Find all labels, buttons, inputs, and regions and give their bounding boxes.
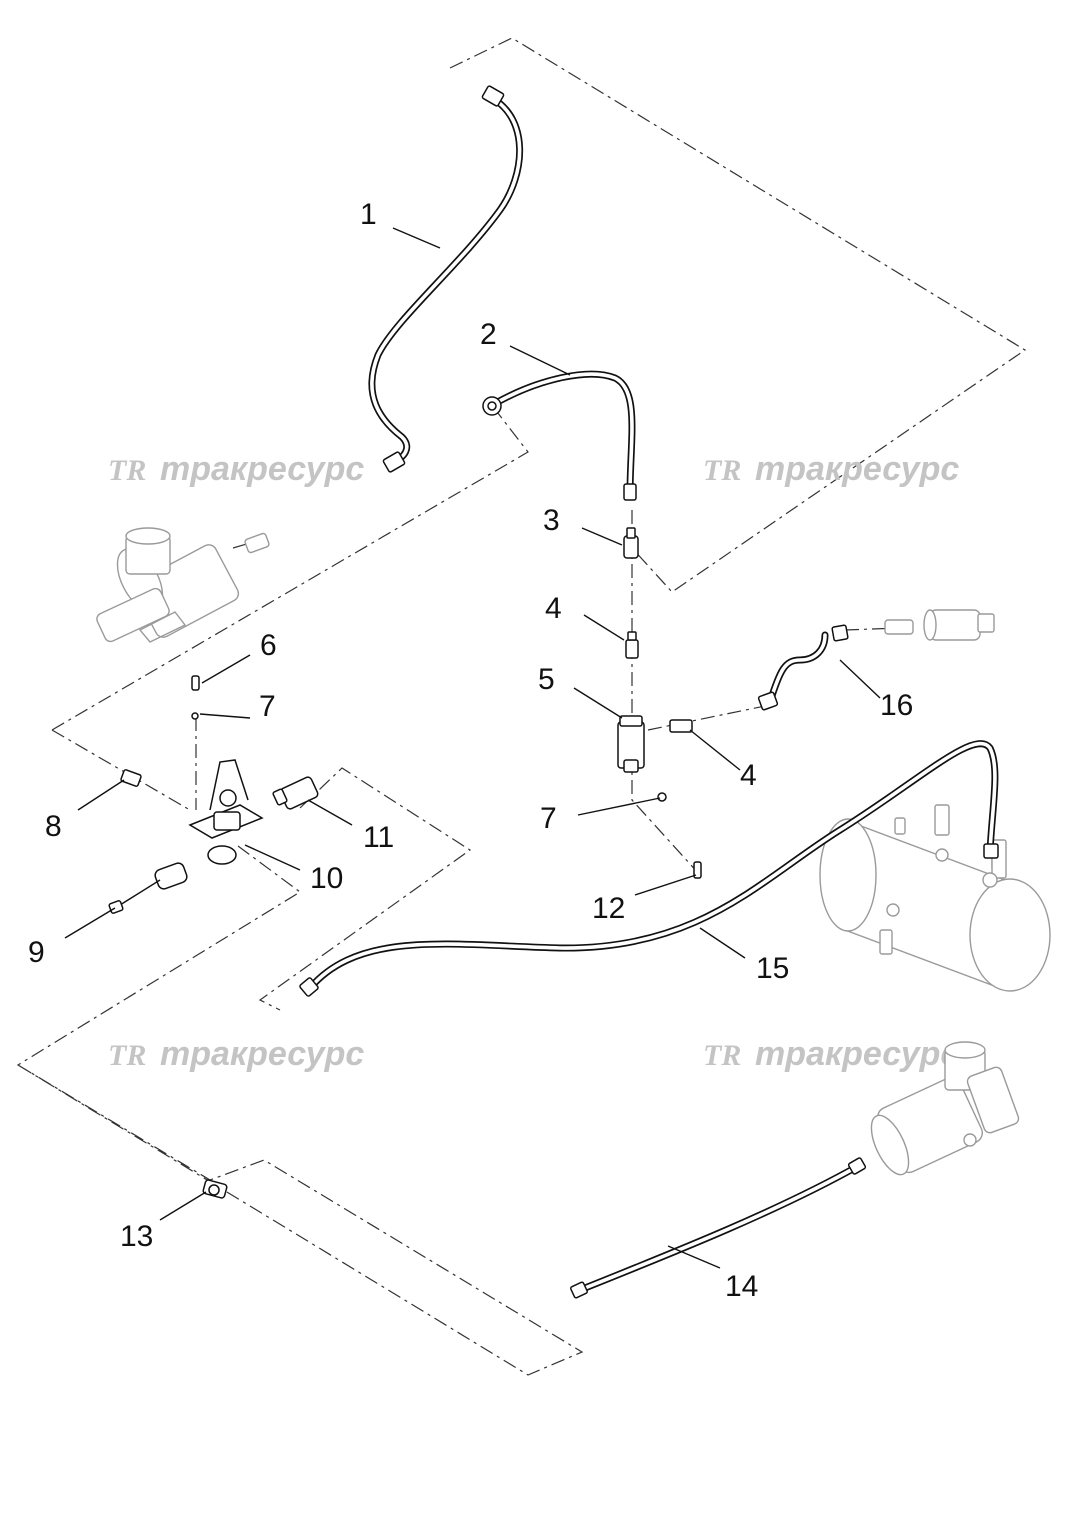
pressure-switch-5[interactable]: [617, 715, 645, 773]
watermark-text: тракресурс: [755, 450, 959, 488]
callout-9: 9: [28, 936, 45, 969]
watermark-logo: TR: [108, 1039, 146, 1072]
callout-1: 1: [360, 198, 377, 231]
adapter-fitting-4-upper[interactable]: [625, 631, 639, 659]
ghost-valve-right: [884, 609, 995, 641]
sensor-9[interactable]: [108, 861, 189, 914]
callout-4-side: 4: [740, 759, 757, 792]
ghost-air-compressor-left: [96, 527, 270, 643]
hose-14[interactable]: [570, 1157, 867, 1299]
callout-10: 10: [310, 862, 343, 895]
watermark-logo: TR: [108, 454, 146, 487]
fitting-8[interactable]: [120, 769, 142, 787]
watermark-top-right: TR тракресурс: [703, 450, 959, 488]
watermark-top-left: TR тракресурс: [108, 450, 364, 488]
watermark-bottom-left: TR тракресурс: [108, 1035, 364, 1073]
callout-14: 14: [725, 1270, 758, 1303]
ghost-air-compressor-right: [870, 1041, 1020, 1176]
watermark-bottom-right: TR тракресурс: [703, 1035, 959, 1073]
hose-1[interactable]: [368, 85, 524, 473]
callout-labels: 1 2 3 4 5 6 7 4 7 8 11 10 12 9 15 16 13 …: [28, 198, 913, 1303]
o-ring-7-right[interactable]: [657, 792, 667, 802]
elbow-fitting-3[interactable]: [623, 527, 639, 559]
ghost-air-tank: [819, 804, 1051, 992]
hose-15[interactable]: [299, 740, 999, 997]
watermark-logo: TR: [703, 454, 741, 487]
adapter-fitting-4-side[interactable]: [669, 719, 693, 733]
watermark-logo: TR: [703, 1039, 741, 1072]
hose-16[interactable]: [757, 624, 849, 711]
screw-6[interactable]: [191, 675, 200, 691]
callout-4-upper: 4: [545, 592, 562, 625]
callout-11: 11: [363, 821, 394, 854]
watermark-text: тракресурс: [755, 1035, 959, 1073]
callout-15: 15: [756, 952, 789, 985]
watermark-text: тракресурс: [160, 450, 364, 488]
o-ring-7-left[interactable]: [191, 712, 199, 720]
callout-5: 5: [538, 663, 555, 696]
callout-2: 2: [480, 318, 497, 351]
assembly-outlines: [16, 37, 1027, 1376]
callout-7-right: 7: [540, 802, 557, 835]
elbow-fitting-13[interactable]: [202, 1179, 228, 1199]
callout-8: 8: [45, 810, 62, 843]
sensor-11[interactable]: [272, 776, 320, 810]
callout-7-left: 7: [259, 690, 276, 723]
callout-3: 3: [543, 504, 560, 537]
screw-12[interactable]: [693, 861, 702, 879]
callout-12: 12: [592, 892, 625, 925]
hose-2[interactable]: [482, 370, 637, 501]
watermark-text: тракресурс: [160, 1035, 364, 1073]
leader-lines: [64, 227, 881, 1269]
callout-6: 6: [260, 629, 277, 662]
brake-valve-10[interactable]: [188, 759, 264, 865]
callout-16: 16: [880, 689, 913, 722]
callout-13: 13: [120, 1220, 153, 1253]
